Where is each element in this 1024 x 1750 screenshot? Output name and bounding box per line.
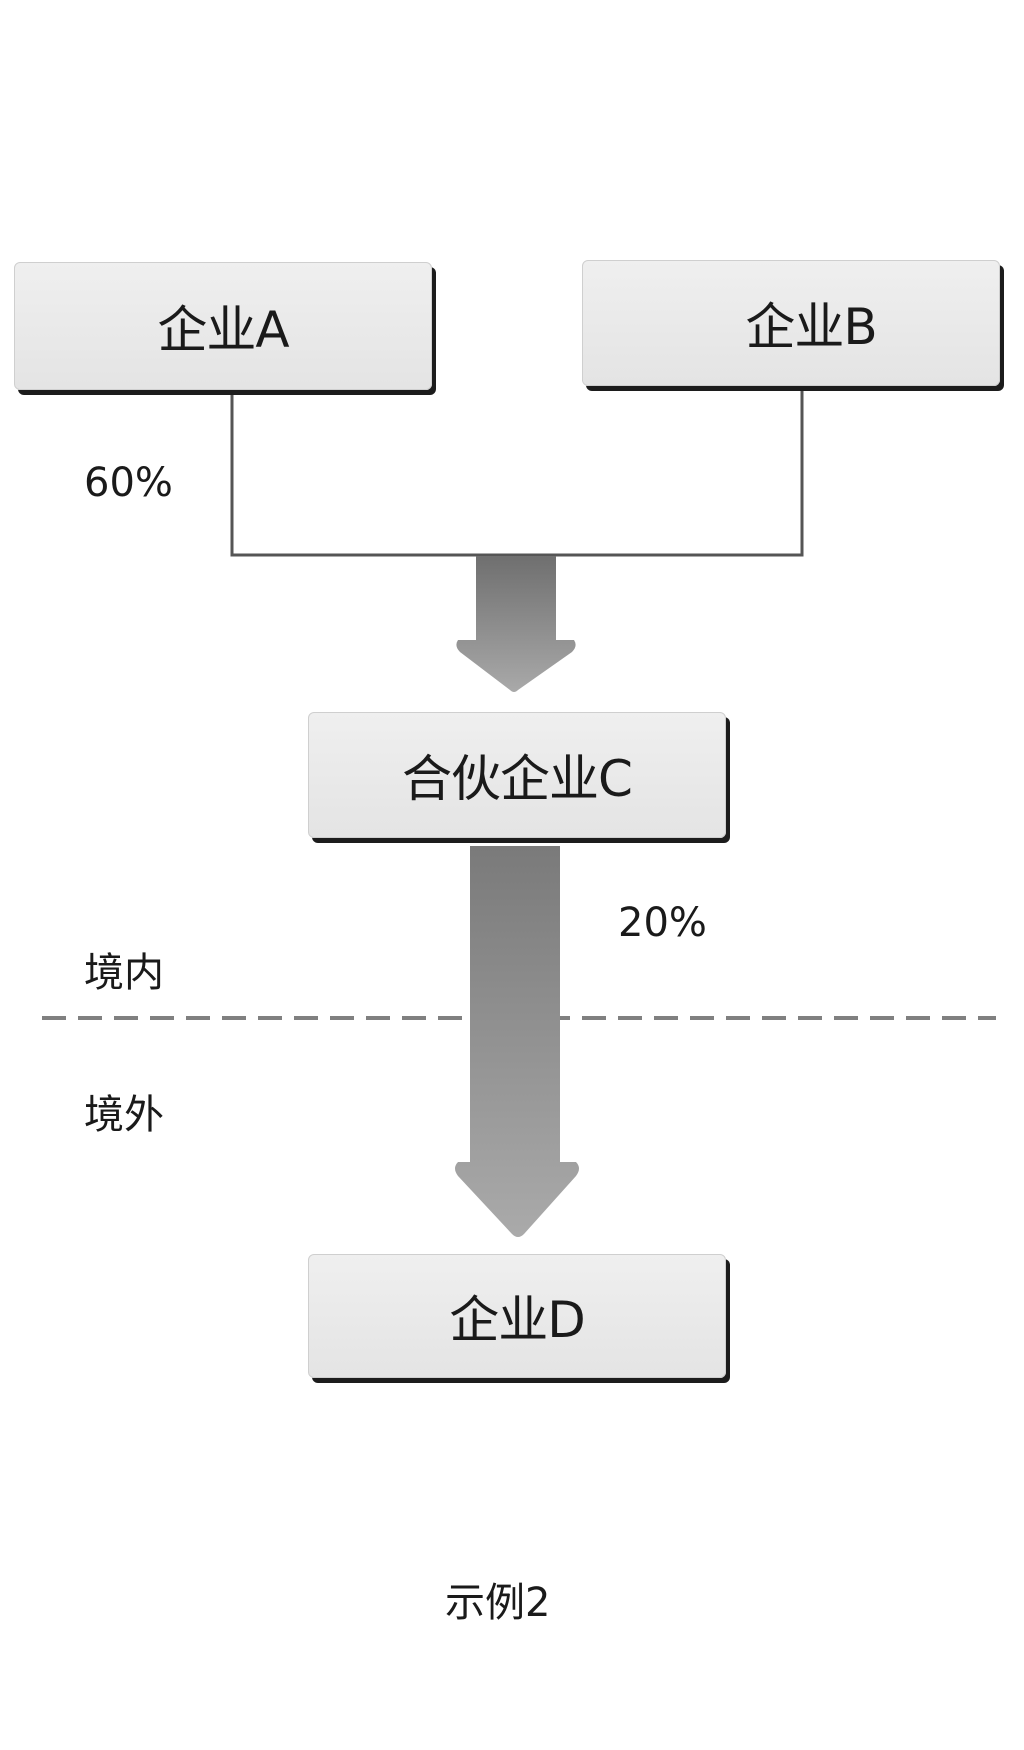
company-a-share-label: 60% bbox=[84, 460, 173, 506]
company-a-box: 企业A bbox=[14, 262, 432, 390]
company-b-box: 企业B bbox=[582, 260, 1000, 386]
arrow-to-c bbox=[456, 556, 576, 692]
connector-line bbox=[230, 388, 804, 557]
company-d-box: 企业D bbox=[308, 1254, 726, 1378]
company-d-label: 企业D bbox=[449, 1291, 586, 1349]
partnership-c-box: 合伙企业C bbox=[308, 712, 726, 838]
diagram-caption: 示例2 bbox=[445, 1580, 551, 1626]
domestic-region-label: 境内 bbox=[84, 950, 164, 996]
partnership-c-label: 合伙企业C bbox=[402, 750, 633, 808]
partnership-c-share-label: 20% bbox=[618, 900, 707, 946]
company-a-label: 企业A bbox=[157, 301, 289, 359]
arrow-to-d bbox=[455, 846, 579, 1237]
overseas-region-label: 境外 bbox=[84, 1092, 164, 1138]
company-b-label: 企业B bbox=[745, 298, 877, 356]
